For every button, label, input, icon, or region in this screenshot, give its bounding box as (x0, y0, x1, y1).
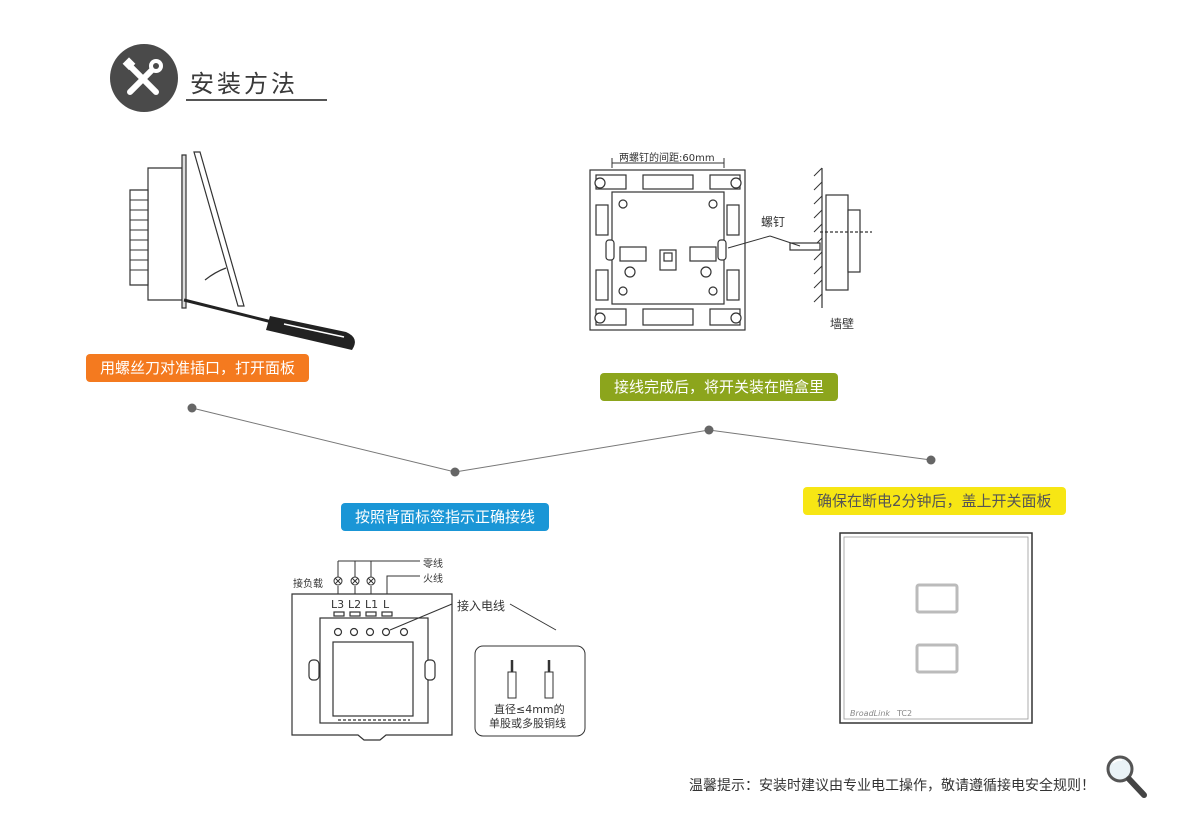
step1-label: 用螺丝刀对准插口，打开面板 (86, 354, 310, 382)
screwdriver-icon (183, 298, 355, 350)
step4-label: 确保在断电2分钟后，盖上开关面板 (803, 487, 1066, 515)
page-title: 安装方法 (190, 70, 298, 98)
step2-label: 接线完成后，将开关装在暗盒里 (600, 373, 839, 401)
terminal-l3: L3 (331, 598, 345, 611)
panel-model: TC2 (897, 709, 913, 718)
safety-tip: 温馨提示：安装时建议由专业电工操作，敬请遵循接电安全规则！ (689, 778, 1095, 794)
wall-label: 墙壁 (830, 317, 855, 331)
switch-side-view (129, 151, 245, 309)
terminal-l1: L1 (365, 598, 379, 611)
terminal-l2: L2 (348, 598, 362, 611)
panel-front-view (839, 532, 1033, 724)
terminal-lamps (333, 576, 376, 586)
step3-label: 按照背面标签指示正确接线 (341, 503, 550, 531)
neutral-label: 零线 (423, 559, 443, 570)
load-label: 接负载 (293, 579, 323, 590)
wire-note-1: 直径≤4mm的 (494, 703, 565, 716)
wire-note-2: 单股或多股铜线 (489, 717, 566, 730)
title-underline (186, 99, 327, 101)
wire-detail-box (474, 645, 586, 737)
screw-label: 螺钉 (761, 215, 786, 229)
connector-nodes (187, 403, 936, 477)
live-label: 火线 (423, 574, 443, 585)
input-wire-label: 接入电线 (457, 599, 506, 613)
header-icon-circle (110, 44, 178, 112)
wiring-back-view (291, 593, 453, 741)
tools-icon (122, 57, 163, 95)
wiring-lines (337, 560, 557, 631)
wall-side-view (727, 167, 872, 308)
mounting-front-view (589, 169, 746, 331)
magnifier-icon (1106, 755, 1147, 798)
panel-brand: BroadLink (850, 709, 891, 718)
spacing-label: 两螺钉的间距:60mm (619, 153, 715, 164)
terminal-l: L (383, 598, 390, 611)
spacing-dimension (611, 158, 725, 168)
connector-path (191, 407, 932, 473)
